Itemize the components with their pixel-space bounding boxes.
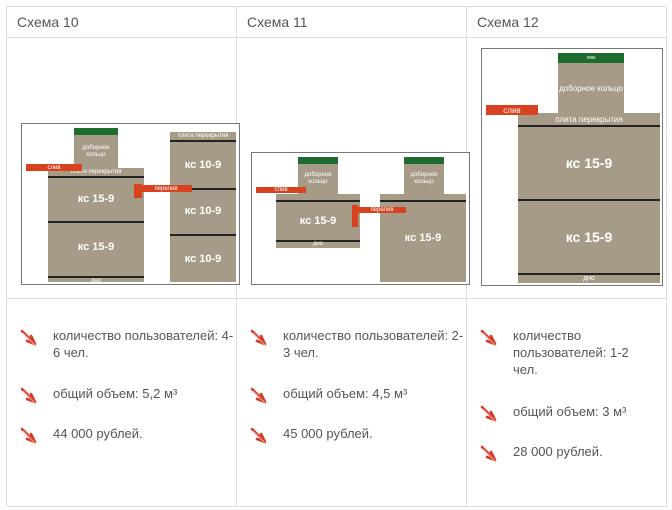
scheme-11-volume-text: общий объем: 4,5 м³ <box>283 386 408 401</box>
scheme-10-volume: общий объем: 5,2 м³ <box>19 385 177 411</box>
tank-extra-ring: доборное кольцо <box>558 63 624 113</box>
right-tank-slab-line <box>380 200 466 202</box>
scheme-10-users-text: количество пользователей: 4-6 чел. <box>53 328 234 360</box>
scheme-12-diagram[interactable]: люк доборное кольцо плита перекрытия кс … <box>481 48 663 286</box>
red-arrow-down-right-icon <box>20 427 37 445</box>
right-tank-body <box>170 132 236 282</box>
red-arrow-down-right-icon <box>480 405 497 423</box>
scheme-10-price-text: 44 000 рублей. <box>53 426 143 441</box>
scheme-10-users: количество пользователей: 4-6 чел. <box>19 327 236 361</box>
left-tank-slab-line <box>276 200 360 202</box>
right-tank-ring-3: кс 10-9 <box>184 253 222 265</box>
red-arrow-down-right-icon <box>480 445 497 463</box>
red-arrow-down-right-icon <box>20 387 37 405</box>
red-arrow-down-right-icon <box>250 427 267 445</box>
right-tank-ring-1: кс 10-9 <box>184 159 222 171</box>
scheme-12-info-cell: количество пользователей: 1-2 чел. общий… <box>467 299 667 507</box>
left-tank-cap <box>74 128 118 135</box>
column-header-scheme-12: Схема 12 <box>467 7 667 38</box>
scheme-11-users: количество пользователей: 2-3 чел. <box>249 327 466 361</box>
scheme-10-diagram[interactable]: доборное кольцо плита перекрытия кс 15-9… <box>21 123 240 285</box>
column-header-scheme-10: Схема 10 <box>7 7 237 38</box>
left-tank-body <box>48 168 144 282</box>
red-arrow-down-right-icon <box>250 329 267 347</box>
schemes-table: Схема 10 доборное кольцо плита перекрыти… <box>6 6 667 507</box>
left-tank-slab-label: плита перекрытия <box>70 169 122 175</box>
red-arrow-down-right-icon <box>250 387 267 405</box>
left-tank-bottom-line <box>276 240 360 242</box>
tank-bottom-label: дно <box>583 275 595 282</box>
scheme-10-volume-text: общий объем: 5,2 м³ <box>53 386 178 401</box>
right-tank-slab-label: плита перекрытия <box>177 133 229 139</box>
scheme-12-users: количество пользователей: 1-2 чел. <box>479 327 653 378</box>
right-tank-slab-line <box>170 140 236 142</box>
scheme-12-price-text: 28 000 рублей. <box>513 444 603 459</box>
scheme-11-users-text: количество пользователей: 2-3 чел. <box>283 328 464 360</box>
tank-ring-2: кс 15-9 <box>565 229 613 245</box>
scheme-11-volume: общий объем: 4,5 м³ <box>249 385 407 411</box>
left-tank-bottom-line <box>48 276 144 278</box>
left-tank-ring-2: кс 15-9 <box>77 241 115 253</box>
tank-slab-label: плита перекрытия <box>555 115 623 124</box>
scheme-10-price: 44 000 рублей. <box>19 425 143 451</box>
scheme-11-diagram[interactable]: доборное кольцо кс 15-9 дно слив доборно… <box>251 152 470 285</box>
left-tank-slab-line <box>48 176 144 178</box>
scheme-11-price-text: 45 000 рублей. <box>283 426 373 441</box>
right-tank-cap <box>404 157 444 164</box>
scheme-12-volume-text: общий объем: 3 м³ <box>513 404 627 419</box>
red-arrow-down-right-icon <box>480 329 497 347</box>
scheme-11-image-cell: доборное кольцо кс 15-9 дно слив доборно… <box>237 38 470 299</box>
left-tank-bottom-label: дно <box>312 241 324 247</box>
scheme-12-price: 28 000 рублей. <box>479 443 603 469</box>
scheme-11-info-cell: количество пользователей: 2-3 чел. общий… <box>237 299 467 507</box>
right-tank-extra-ring: доборное кольцо <box>404 164 444 194</box>
inlet-pipe: слив <box>26 164 82 171</box>
scheme-12-users-text: количество пользователей: 1-2 чел. <box>513 328 629 377</box>
right-tank-divider-1 <box>170 188 236 190</box>
red-arrow-down-right-icon <box>20 329 37 347</box>
overflow-pipe-vertical <box>352 205 358 227</box>
scheme-12-volume: общий объем: 3 м³ <box>479 403 626 429</box>
tank-ring-1: кс 15-9 <box>565 155 613 171</box>
scheme-12-image-cell: люк доборное кольцо плита перекрытия кс … <box>467 38 667 299</box>
scheme-10-info-cell: количество пользователей: 4-6 чел. общий… <box>7 299 237 507</box>
tank-slab-line <box>518 125 660 127</box>
tank-body <box>518 113 660 283</box>
tank-bottom-line <box>518 273 660 275</box>
left-tank-ring-divider <box>48 221 144 223</box>
overflow-pipe: перелив <box>358 207 406 213</box>
left-tank-bottom-label: дно <box>90 278 102 284</box>
tank-ring-divider <box>518 199 660 201</box>
column-header-scheme-11: Схема 11 <box>237 7 467 38</box>
inlet-pipe: слив <box>256 187 306 193</box>
right-tank-divider-2 <box>170 234 236 236</box>
right-tank-ring-2: кс 10-9 <box>184 205 222 217</box>
inlet-pipe: слив <box>486 105 538 115</box>
left-tank-ring-1: кс 15-9 <box>77 193 115 205</box>
left-tank-ring-1: кс 15-9 <box>276 194 360 248</box>
left-tank-extra-ring: доборное кольцо <box>74 135 118 168</box>
scheme-11-price: 45 000 рублей. <box>249 425 373 451</box>
tank-cap: люк <box>558 53 624 63</box>
overflow-pipe-vertical <box>134 184 142 198</box>
overflow-pipe: перелив <box>140 185 192 192</box>
scheme-10-image-cell: доборное кольцо плита перекрытия кс 15-9… <box>7 38 240 299</box>
left-tank-cap <box>298 157 338 164</box>
